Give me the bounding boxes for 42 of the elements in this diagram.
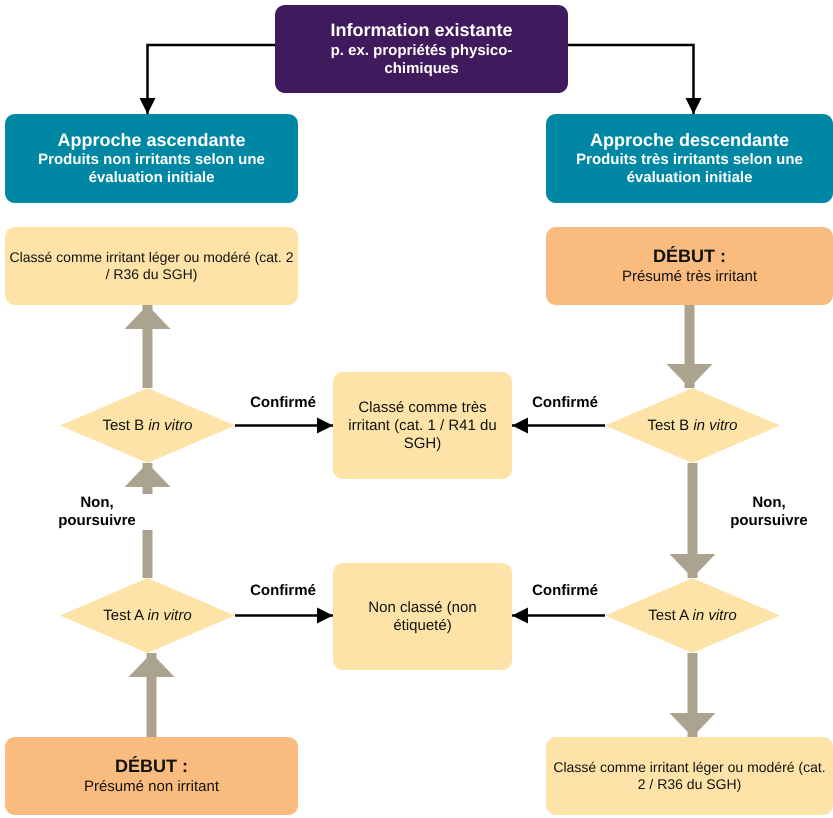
arrow — [670, 463, 716, 578]
arrow — [235, 608, 333, 624]
result-box — [5, 227, 298, 305]
arrow — [568, 44, 702, 114]
box-text: Classé comme irritant léger ou modéré (cat. 2 / R36 du SGH) — [552, 759, 827, 793]
decision-diamond — [605, 388, 780, 463]
arrow — [512, 418, 605, 434]
box-heading: Approche ascendante — [56, 130, 247, 152]
box-heading: Information existante — [329, 20, 514, 42]
box-text: Classé comme irritant léger ou modéré (cat. 2 / R36 du SGH) — [8, 249, 294, 283]
approach-box — [546, 114, 833, 203]
box-text: Test A in vitro — [102, 606, 193, 624]
decision-diamond — [60, 388, 235, 463]
start-box — [546, 227, 833, 305]
box-text: p. ex. propriétés physico-chimiques — [330, 42, 514, 78]
decision-diamond — [605, 578, 780, 653]
box-heading: DÉBUT : — [652, 246, 727, 268]
box-text: Test B in vitro — [646, 416, 739, 434]
box-text: Présumé très irritant — [620, 268, 758, 286]
box-heading: Approche descendante — [588, 130, 790, 152]
arrow — [128, 653, 174, 737]
arrow — [666, 305, 712, 388]
arrow — [140, 44, 275, 114]
arrow — [124, 305, 170, 388]
box-text: Présumé non irritant — [82, 778, 220, 796]
approach-box — [5, 114, 298, 203]
box-text: Classé comme très irritant (cat. 1 / R41 du SGH) — [347, 398, 498, 452]
arrow — [235, 418, 333, 434]
box-text: Non classé (non étiqueté) — [367, 598, 478, 634]
start-box — [5, 737, 298, 815]
info-box — [275, 5, 568, 93]
decision-diamond — [60, 578, 235, 653]
result-box — [333, 563, 512, 670]
box-heading: DÉBUT : — [114, 756, 189, 778]
arrow — [670, 653, 716, 737]
box-text: Produits très irritants selon une évaluation initiale — [575, 151, 804, 188]
result-box — [333, 372, 512, 479]
result-box — [546, 737, 833, 815]
arrow — [512, 608, 605, 624]
box-text: Test B in vitro — [101, 416, 194, 434]
box-text: Test A in vitro — [647, 606, 738, 624]
box-text: Produits non irritants selon une évaluation initiale — [37, 151, 266, 188]
